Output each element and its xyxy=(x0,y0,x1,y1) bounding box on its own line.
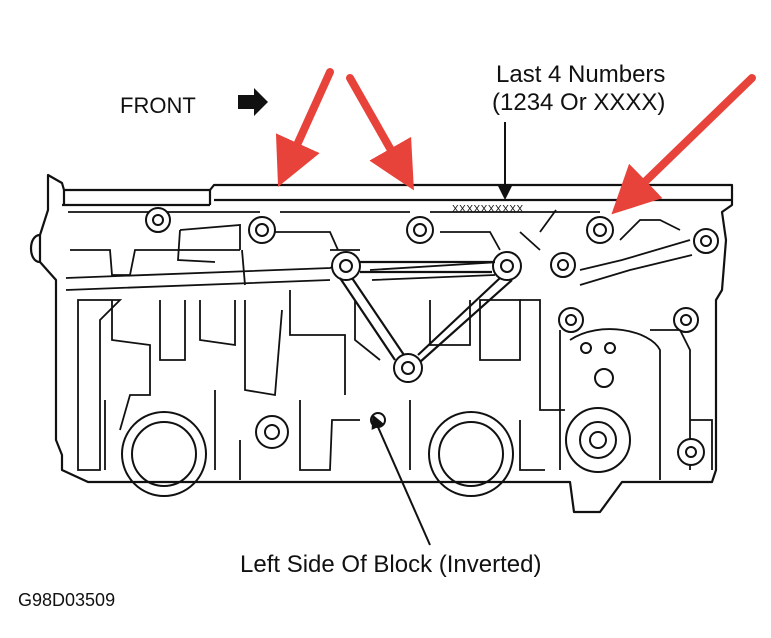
right-arrow-icon xyxy=(238,88,268,116)
caption-label: Left Side Of Block (Inverted) xyxy=(240,551,541,578)
red-arrow-right xyxy=(611,74,756,215)
last-numbers-label-line1: Last 4 Numbers xyxy=(496,61,665,88)
red-arrow-middle xyxy=(346,74,414,191)
serial-stamp-text: XXXXXXXXXX xyxy=(452,204,524,215)
red-arrow-left xyxy=(275,68,334,187)
figure-id-label: G98D03509 xyxy=(18,590,115,610)
cylinder-bores xyxy=(121,407,631,497)
block-ribs xyxy=(65,209,693,291)
bracket-bosses xyxy=(145,207,719,466)
front-label: FRONT xyxy=(120,93,196,118)
last-numbers-label-line2: (1234 Or XXXX) xyxy=(492,89,665,116)
v-bracket xyxy=(339,260,513,363)
bearing-cap-bolts xyxy=(248,216,614,244)
caption-leader-line xyxy=(371,414,431,546)
red-arrow-icon xyxy=(275,68,756,215)
serial-stamp-pad: XXXXXXXXXX xyxy=(452,204,524,215)
block-pockets xyxy=(77,290,713,480)
